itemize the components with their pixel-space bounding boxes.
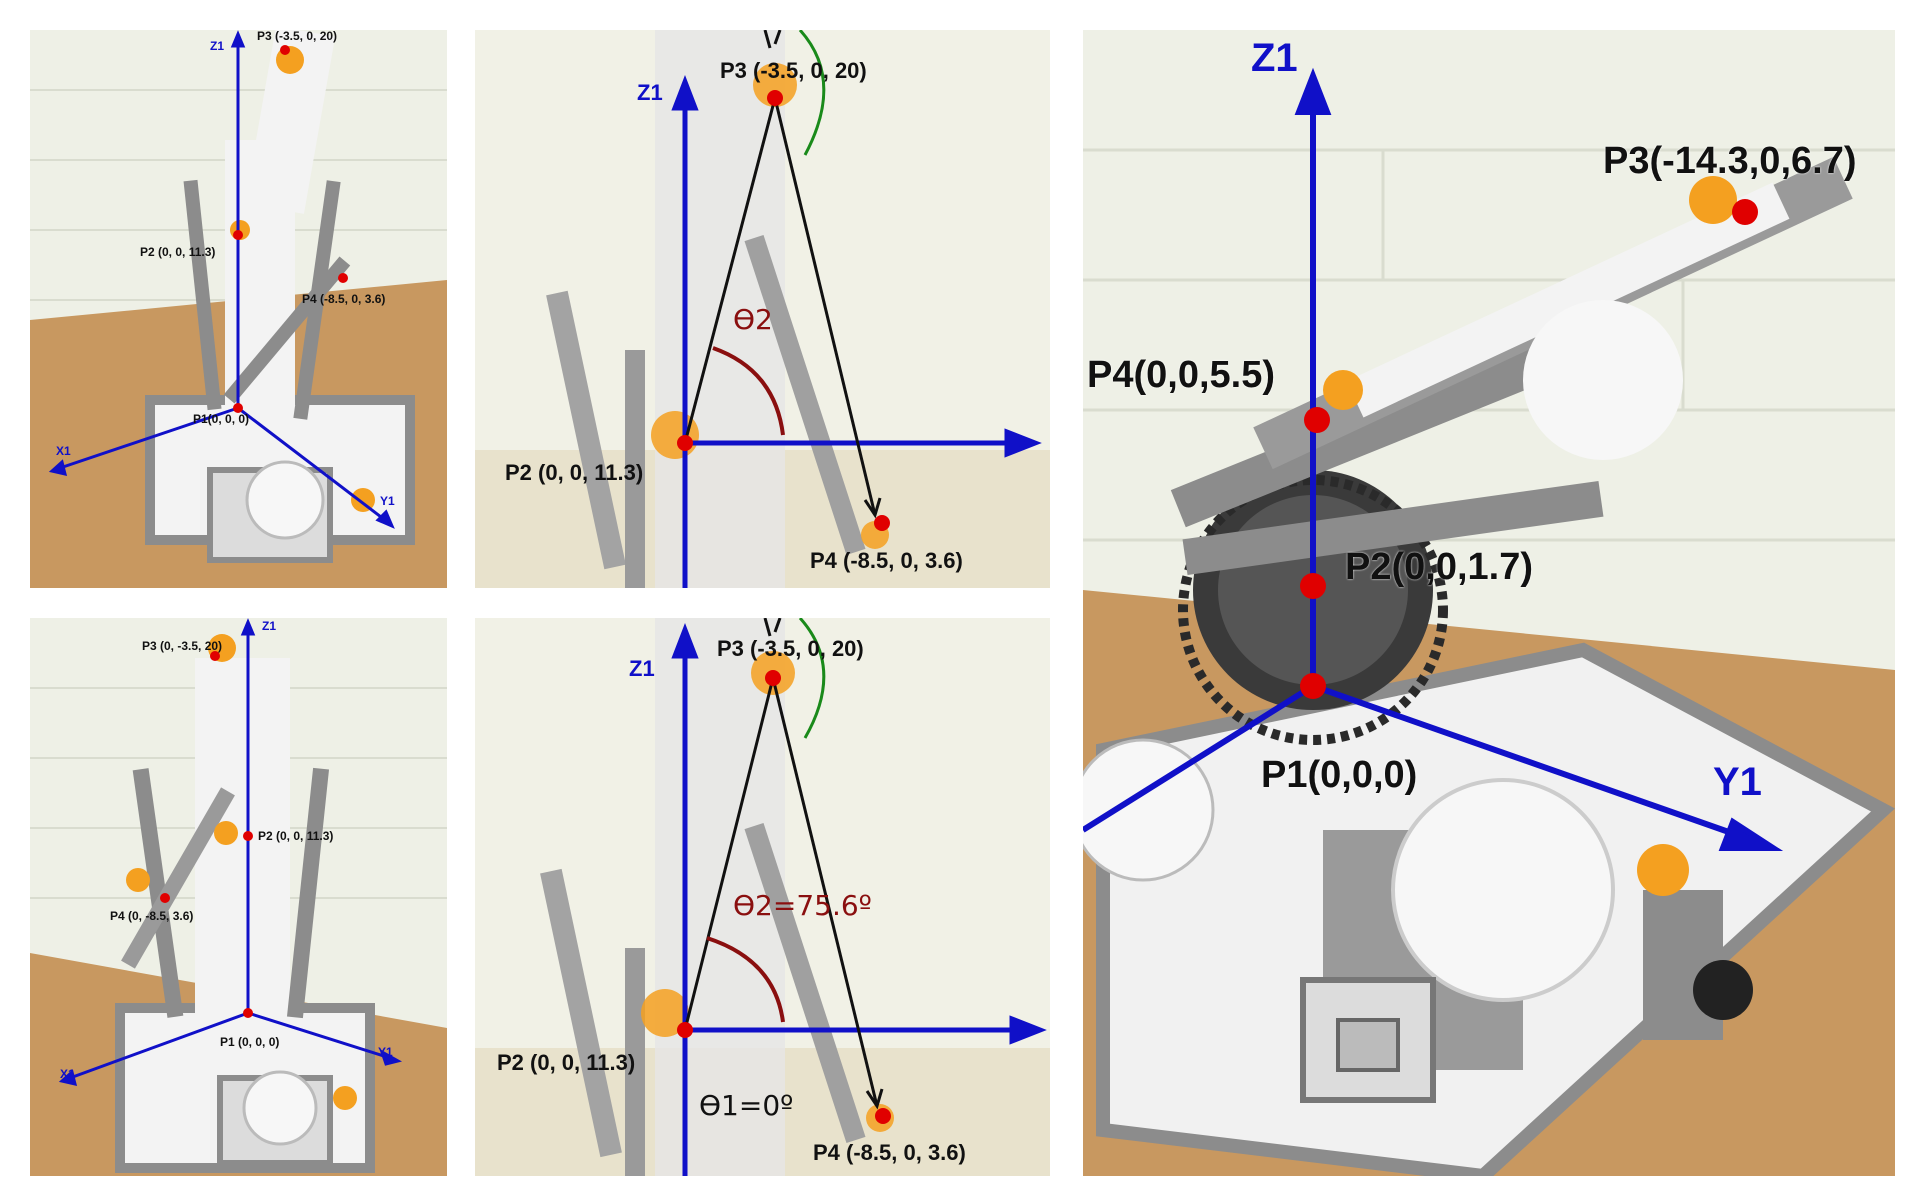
point-p3 [767,90,783,106]
point-p4 [874,515,890,531]
point-p3 [280,45,290,55]
y-axis-label: Y1 [378,1045,393,1059]
photo-panel-right: Z1 Y1 P3(-14.3,0,6.7) P4(0,0,5.5) P2(0,0… [1083,30,1895,1176]
p3-label: P3(-14.3,0,6.7) [1603,140,1857,182]
point-p2 [677,435,693,451]
theta2-label: ϴ2 [733,303,773,336]
point-p1 [1300,673,1326,699]
x-axis-line [59,406,239,470]
point-p4 [1304,407,1330,433]
z-axis-label: Z1 [637,80,663,105]
point-p3 [765,670,781,686]
p4-label: P4 (-8.5, 0, 3.6) [813,1140,966,1165]
x-axis-label: X1 [56,444,71,458]
photo-panel-top-left: Z1 X1 Y1 P3 (-3.5, 0, 20) P2 (0, 0, 11.3… [30,30,447,588]
p2-label: P2 (0, 0, 11.3) [505,460,644,485]
theta1-label: ϴ1=0º [699,1089,794,1122]
p1-label: P1(0, 0, 0) [193,412,250,426]
point-p3 [1732,199,1758,225]
y-axis-line [237,406,386,522]
point-p4 [160,893,170,903]
diagram-panel-top-middle: Z1 P3 (-3.5, 0, 20) P2 (0, 0, 11.3) P4 (… [475,30,1050,588]
p1-label: P1 (0, 0, 0) [220,1035,280,1049]
y-axis-line [1312,683,1744,840]
point-p3 [210,651,220,661]
p2-label: P2 (0, 0, 11.3) [140,245,216,259]
x-axis-line [1083,683,1315,833]
p4-label: P4 (0, -8.5, 3.6) [110,909,194,923]
z-axis-label: Z1 [1251,36,1298,80]
y-axis-label: Y1 [1713,760,1762,804]
theta-diagram-bottom [475,618,1050,1176]
p4-label: P4 (-8.5, 0, 3.6) [810,548,963,573]
z-axis-label: Z1 [629,656,655,681]
point-p1 [233,403,243,413]
robot-arm-photo-bottom-left [30,618,447,1176]
p2-label: P2 (0, 0, 11.3) [497,1050,636,1075]
theta2-diagram-top [475,30,1050,588]
p3-label: P3 (0, -3.5, 20) [142,639,223,653]
p3-label: P3 (-3.5, 0, 20) [257,30,338,43]
y-axis-label: Y1 [380,494,395,508]
x-axis-label: X1 [60,1067,75,1081]
point-p2 [677,1022,693,1038]
point-p2 [233,230,243,240]
p3-label: P3 (-3.5, 0, 20) [717,636,864,661]
p1-label: P1(0,0,0) [1261,754,1418,796]
point-p1 [243,1008,253,1018]
point-p4 [875,1108,891,1124]
point-p2 [243,831,253,841]
z-axis-label: Z1 [262,619,277,633]
p3-label: P3 (-3.5, 0, 20) [720,58,867,83]
p4-label: P4(0,0,5.5) [1087,354,1275,396]
robot-arm-photo-right [1083,30,1895,1176]
theta2-label: ϴ2=75.6º [733,889,872,922]
p2-label: P2 (0, 0, 11.3) [258,829,334,843]
p4-label: P4 (-8.5, 0, 3.6) [302,292,386,306]
photo-panel-bottom-left: Z1 X1 Y1 P3 (0, -3.5, 20) P2 (0, 0, 11.3… [30,618,447,1176]
point-p4 [338,273,348,283]
robot-arm-photo-top-left [30,30,447,588]
p2-label: P2(0,0,1.7) [1345,546,1533,588]
diagram-panel-bottom-middle: Z1 P3 (-3.5, 0, 20) P2 (0, 0, 11.3) P4 (… [475,618,1050,1176]
point-p2 [1300,573,1326,599]
z-axis-label: Z1 [210,39,225,53]
